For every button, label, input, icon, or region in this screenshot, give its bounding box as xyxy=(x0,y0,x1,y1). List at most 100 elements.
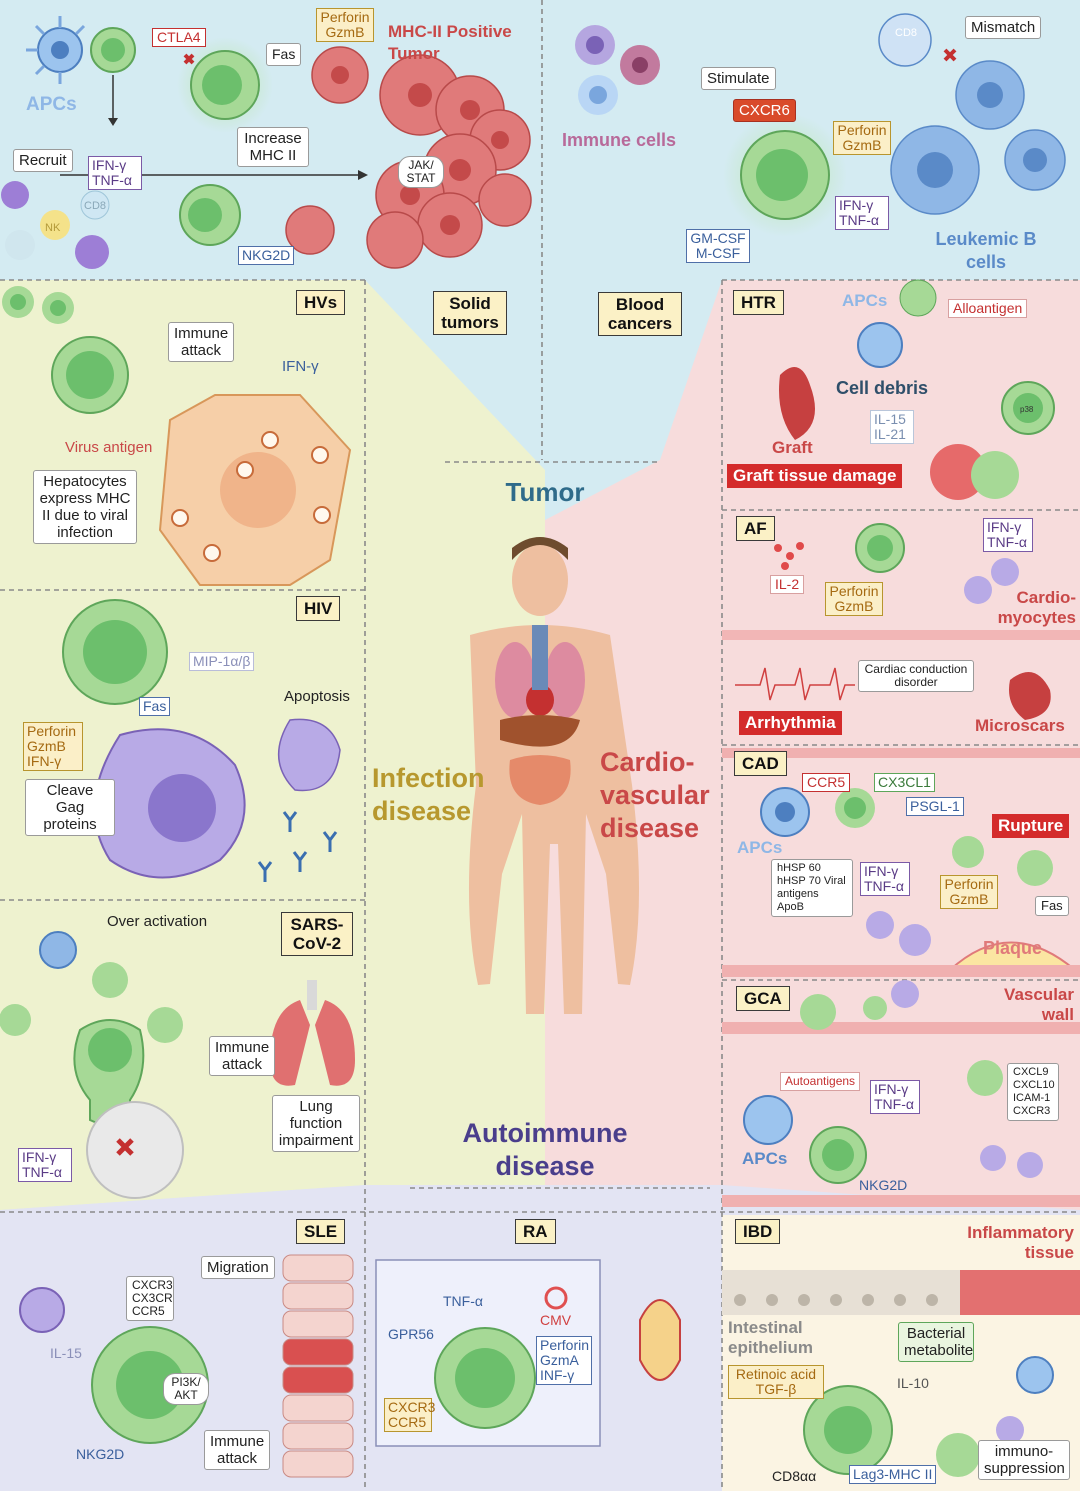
autoimmune-title: Autoimmune disease xyxy=(462,1118,628,1181)
leukemic-b-label: Leukemic B cells xyxy=(935,229,1037,272)
cd8-blood-label: CD8 xyxy=(895,27,918,39)
nkg2d-label: NKG2D xyxy=(238,246,295,265)
sars-tag: SARS-CoV-2 xyxy=(281,912,353,956)
increase-mhc2-label: Increase MHC II xyxy=(237,127,309,167)
hiv-tag: HIV xyxy=(296,596,341,621)
jak-stat-label: JAK/ STAT xyxy=(398,156,444,188)
graft-damage-label: Graft tissue damage xyxy=(727,464,903,488)
cxcr6-label: CXCR6 xyxy=(733,99,796,122)
inflammatory-tissue-label: Inflammatory tissue xyxy=(967,1223,1074,1262)
solid-tumor-art xyxy=(1,16,532,269)
apcs-label: APCs xyxy=(26,94,77,115)
apoptosis-label: Apoptosis xyxy=(284,688,350,705)
cd8-label: CD8 xyxy=(84,200,107,212)
nkg2d-sle-label: NKG2D xyxy=(76,1446,125,1462)
alloantigen-label: Alloantigen xyxy=(948,299,1028,318)
cx3cl1-label: CX3CL1 xyxy=(874,773,935,792)
cd8aa-label: CD8αα xyxy=(772,1468,817,1484)
immunosuppression-label: immuno- suppression xyxy=(978,1440,1070,1480)
p38-label: p38 xyxy=(1020,405,1034,414)
ifng-tnfa-af-label: IFN-γ TNF-α xyxy=(983,518,1033,552)
il10-label: IL-10 xyxy=(897,1375,929,1391)
ifng-tnfa-cad-label: IFN-γ TNF-α xyxy=(860,862,910,896)
bacterial-metabolite-label: Bacterial metabolite xyxy=(898,1322,974,1362)
hiv-art xyxy=(62,599,341,882)
hepatocytes-label: Hepatocytes express MHC II due to viral … xyxy=(33,470,137,544)
apcs-cad-label: APCs xyxy=(737,838,783,857)
ibd-art xyxy=(722,1270,1080,1477)
immune-attack-sars-label: Immune attack xyxy=(209,1036,275,1076)
conduction-label: Cardiac conduction disorder xyxy=(858,660,974,692)
autoantigens-label: Autoantigens xyxy=(780,1072,861,1091)
solid-tumors-tag: Solid tumors xyxy=(433,291,507,335)
nk-label: NK xyxy=(45,222,61,234)
infection-title: Infection disease xyxy=(372,763,485,826)
retinoic-acid-label: Retinoic acid TGF-β xyxy=(728,1365,824,1399)
fas-cad-label: Fas xyxy=(1035,896,1069,916)
gca-art xyxy=(722,980,1080,1207)
mismatch-label: Mismatch xyxy=(965,16,1042,39)
perforin-gzmb-blood-label: Perforin GzmB xyxy=(833,121,891,155)
sle-art xyxy=(19,1254,354,1478)
ifng-tnfa-label: IFN-γ TNF-α xyxy=(88,156,142,190)
human-body-art xyxy=(468,537,640,1014)
over-activation-label: Over activation xyxy=(107,913,208,930)
perforin-cad-label: Perforin GzmB xyxy=(940,875,998,909)
gca-tag: GCA xyxy=(736,986,790,1011)
recruit-label: Recruit xyxy=(13,149,73,172)
cad-tag: CAD xyxy=(734,751,787,776)
psgl1-label: PSGL-1 xyxy=(906,797,964,816)
gpr56-label: GPR56 xyxy=(388,1326,434,1342)
af-tag: AF xyxy=(736,516,775,541)
graft-label: Graft xyxy=(772,438,813,457)
plaque-label: Plaque xyxy=(983,938,1043,958)
arrhythmia-label: Arrhythmia xyxy=(739,711,842,735)
perforin-hiv-label: Perforin GzmB IFN-γ xyxy=(23,722,83,771)
apcs-gca-label: APCs xyxy=(742,1149,788,1168)
perforin-gzmb-label: Perforin GzmB xyxy=(316,8,374,42)
fas-hiv-label: Fas xyxy=(139,697,171,716)
lag3-label: Lag3-MHC II xyxy=(849,1465,937,1484)
cardiomyocytes-label: Cardio- myocytes xyxy=(997,588,1076,627)
intestinal-epithelium-label: Intestinal epithelium xyxy=(728,1318,814,1357)
htr-tag: HTR xyxy=(733,290,784,315)
vascular-wall-label: Vascular wall xyxy=(1004,985,1074,1024)
cad-art xyxy=(722,748,1080,977)
cell-debris-label: Cell debris xyxy=(836,378,929,398)
cleave-gag-label: Cleave Gag proteins xyxy=(25,779,115,836)
lung-impairment-label: Lung function impairment xyxy=(272,1095,360,1152)
stimulate-label: Stimulate xyxy=(701,67,776,90)
sle-tag: SLE xyxy=(296,1219,346,1244)
il15-sle-label: IL-15 xyxy=(50,1345,82,1361)
tnfa-ra-label: TNF-α xyxy=(443,1293,483,1309)
hvs-art xyxy=(2,286,352,586)
rupture-label: Rupture xyxy=(992,814,1070,838)
sle-receptors-label: CXCR3 CX3CR CCR5 xyxy=(126,1276,174,1321)
af-art xyxy=(722,523,1080,720)
nkg2d-gca-label: NKG2D xyxy=(859,1177,908,1193)
cxcr3-ra-label: CXCR3 CCR5 xyxy=(384,1398,435,1432)
immune-cells-label: Immune cells xyxy=(562,130,677,150)
antigens-label: hHSP 60 hHSP 70 Viral antigens ApoB xyxy=(771,859,853,917)
apcs-htr-label: APCs xyxy=(842,291,888,310)
immune-attack-sle-label: Immune attack xyxy=(204,1430,270,1470)
ifng-hvs-label: IFN-γ xyxy=(282,358,319,375)
ctla4-label: CTLA4 xyxy=(152,28,206,47)
microscars-label: Microscars xyxy=(975,716,1065,735)
ra-art xyxy=(375,1259,681,1447)
ifng-tnfa-sars-label: IFN-γ TNF-α xyxy=(18,1148,72,1182)
ifng-tnfa-gca-label: IFN-γ TNF-α xyxy=(870,1080,920,1114)
ra-tag: RA xyxy=(515,1219,556,1244)
mip-label: MIP-1α/β xyxy=(189,652,255,671)
perforin-af-label: Perforin GzmB xyxy=(825,582,883,616)
cardio-title: Cardio-vascular disease xyxy=(600,747,710,843)
mhc2-tumor-label: MHC-II Positive Tumor xyxy=(388,22,512,63)
hvs-tag: HVs xyxy=(296,290,346,315)
blood-cancers-tag: Blood cancers xyxy=(598,292,682,336)
chemokines-label: CXCL9 CXCL10 ICAM-1 CXCR3 xyxy=(1007,1063,1059,1121)
virus-antigen-label: Virus antigen xyxy=(65,439,153,456)
ifng-tnfa-blood-label: IFN-γ TNF-α xyxy=(835,196,889,230)
